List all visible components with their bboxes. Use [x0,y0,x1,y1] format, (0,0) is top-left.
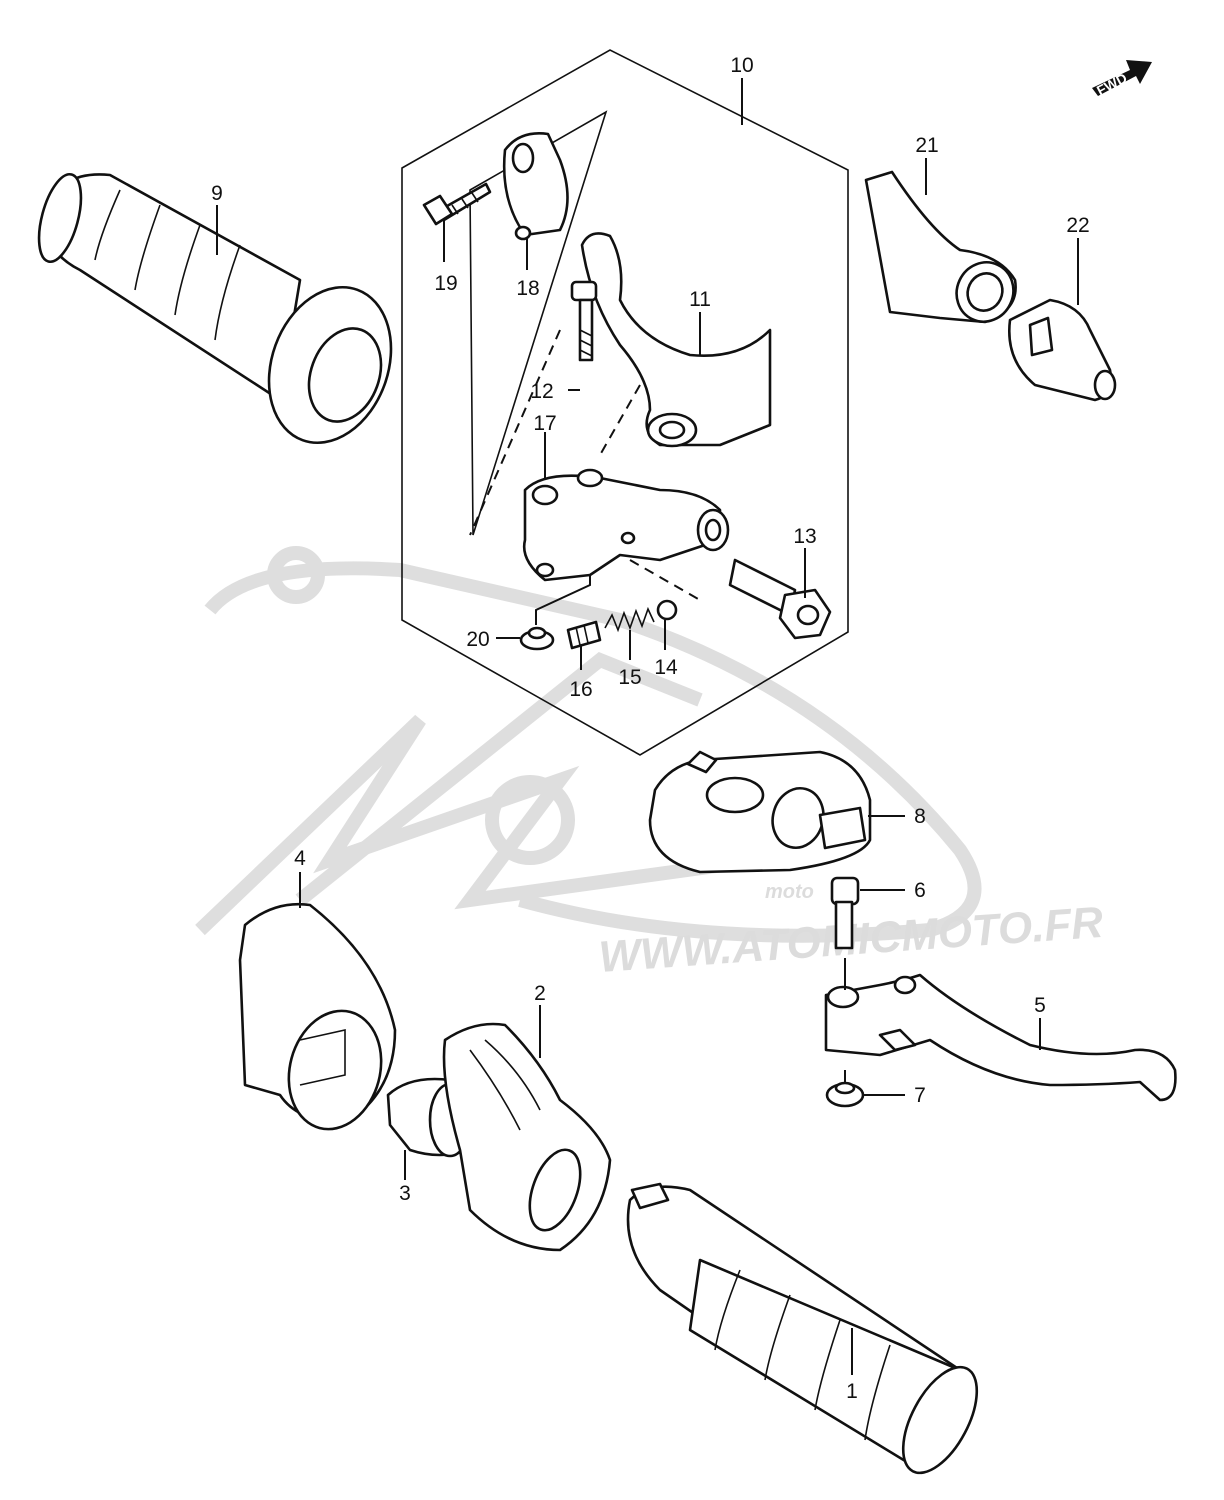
callout-19: 19 [434,272,457,295]
pivot-nut [519,626,555,651]
callout-14: 14 [654,656,678,679]
left-grip [37,172,393,445]
throttle-housing [442,1022,612,1252]
callout-5: 5 [1034,994,1046,1017]
watermark-sub: moto [765,881,814,903]
callout-7: 7 [914,1084,926,1107]
switch-housing [648,750,872,874]
callout-4: 4 [294,847,306,870]
throttle-cover [238,902,397,1131]
callout-17: 17 [533,412,556,435]
right-grip [626,1182,979,1475]
leader-lines [216,78,1079,1375]
fwd-label: FWD [1094,70,1130,99]
callout-3: 3 [399,1182,411,1205]
callout-11: 11 [689,288,711,311]
watermark-logo [195,546,982,943]
brake-lever-nut [825,1081,865,1108]
detent-ball [656,599,678,621]
callout-22: 22 [1066,214,1089,237]
clamp-screw [422,182,492,226]
callout-20: 20 [466,628,489,651]
lever-cover [864,170,1017,324]
callout-8: 8 [914,805,926,828]
callout-6: 6 [914,879,926,902]
detent-spring [604,606,655,633]
lever-perch [522,468,730,582]
callout-10: 10 [730,54,753,77]
hot-start-knob [1008,298,1117,402]
callout-18: 18 [516,277,539,300]
adjuster-sleeve [566,620,602,650]
fwd-arrow-icon: FWD [1092,60,1152,99]
brake-lever-bolt [830,876,860,950]
callout-15: 15 [618,666,641,689]
cable-adjuster [728,558,832,640]
clutch-lever [580,232,772,448]
lever-bolt [570,280,598,362]
callout-1: 1 [846,1380,858,1403]
callout-21: 21 [915,134,938,157]
callout-13: 13 [793,525,816,548]
callout-9: 9 [211,182,223,205]
lever-clamp [502,132,569,241]
callout-12: 12 [530,380,553,403]
brake-lever [824,973,1177,1102]
callout-16: 16 [569,678,592,701]
assembly-outline [401,49,849,756]
callout-2: 2 [534,982,546,1005]
